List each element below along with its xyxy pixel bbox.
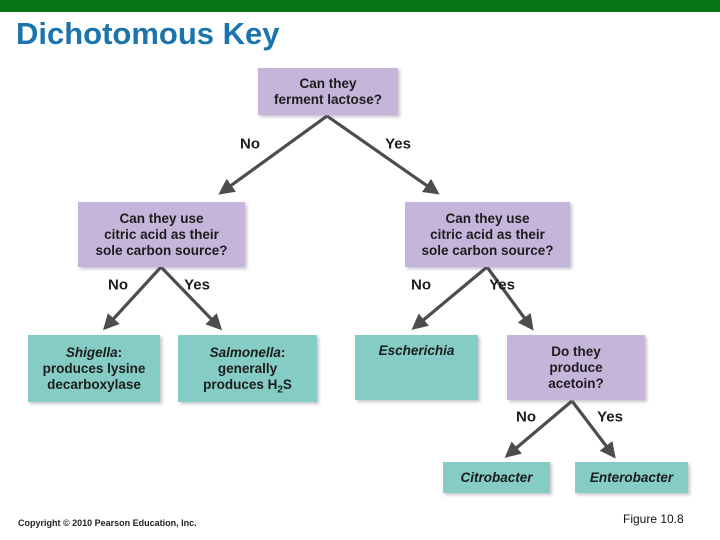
top-green-bar (0, 0, 720, 12)
branch-label-acetoin-no: No (516, 408, 536, 426)
branch-label-acetoin-yes: Yes (597, 408, 623, 426)
figure-label: Figure 10.8 (623, 512, 684, 526)
page-title: Dichotomous Key (16, 16, 280, 51)
genus-name: Enterobacter (589, 469, 674, 485)
branch-label-lactose-no: No (240, 135, 260, 153)
node-result-shigella: Shigella: produces lysine decarboxylase (28, 335, 160, 402)
copyright-text: Copyright © 2010 Pearson Education, Inc. (18, 518, 197, 528)
node-question-citric-acid-left: Can they use citric acid as their sole c… (78, 202, 245, 267)
genus-name: Shigella (65, 344, 118, 360)
branch-label-citric-left-yes: Yes (184, 276, 210, 294)
branch-label-citric-right-yes: Yes (489, 276, 515, 294)
edge-lactose-no (218, 114, 328, 195)
genus-name: Escherichia (378, 343, 455, 358)
node-question-citric-acid-right: Can they use citric acid as their sole c… (405, 202, 570, 267)
branch-label-lactose-yes: Yes (385, 135, 411, 153)
node-result-enterobacter: Enterobacter (575, 462, 688, 493)
genus-name: Citrobacter (460, 469, 533, 485)
node-question-ferment-lactose: Can they ferment lactose? (258, 68, 398, 115)
branch-label-citric-right-no: No (411, 276, 431, 294)
genus-name: Salmonella (209, 344, 281, 360)
node-result-salmonella: Salmonella: generally produces H2S (178, 335, 317, 402)
node-result-citrobacter: Citrobacter (443, 462, 550, 493)
edge-lactose-yes (326, 114, 440, 195)
node-result-escherichia: Escherichia (355, 335, 478, 400)
h2s-subscript: 2 (277, 384, 283, 396)
node-question-acetoin: Do they produce acetoin? (507, 335, 645, 400)
branch-label-citric-left-no: No (108, 276, 128, 294)
